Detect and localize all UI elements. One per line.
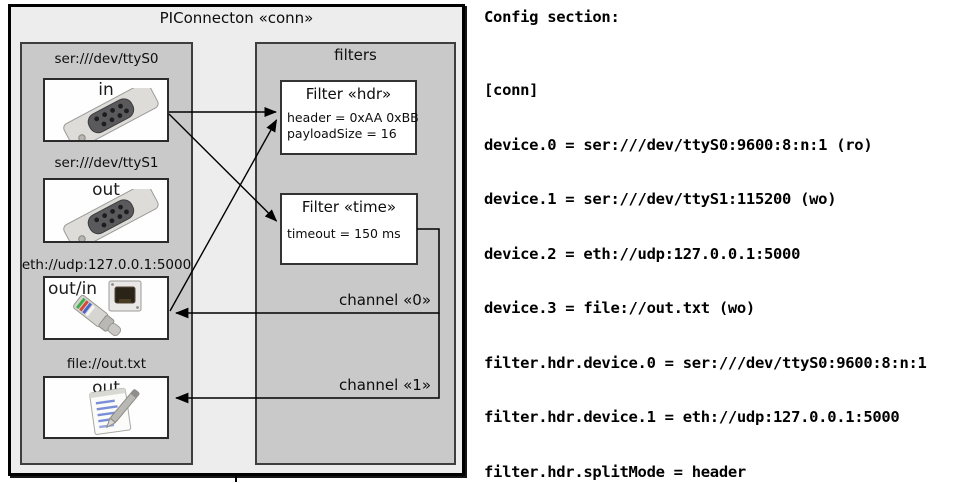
config-line: filter.hdr.device.1 = eth://udp:127.0.0.… <box>484 408 900 426</box>
device-label-eth: eth://udp:127.0.0.1:5000 <box>21 257 192 273</box>
filter-hdr-title: Filter «hdr» <box>305 85 392 103</box>
device-direction-eth: out/in <box>48 279 98 299</box>
device-label-file: file://out.txt <box>66 356 147 372</box>
ethernet-plug-icon <box>73 295 122 337</box>
filter-hdr-attr-header: header = 0xAA 0xBB <box>287 110 419 125</box>
config-section: [conn] device.0 = ser:///dev/ttyS0:9600:… <box>484 45 936 484</box>
serial-connector-icon <box>63 189 159 241</box>
device-label-ttys0: ser:///dev/ttyS0 <box>54 51 159 67</box>
notepad-icon <box>89 387 140 435</box>
diagram-title: PIConnecton «conn» <box>159 9 314 27</box>
device-direction-ttys1: out <box>92 180 120 200</box>
config-line: device.0 = ser:///dev/ttyS0:9600:8:n:1 (… <box>484 135 873 154</box>
device-direction-ttys0: in <box>98 80 114 100</box>
ethernet-jack-icon <box>108 280 142 312</box>
channel-1-label: channel «1» <box>338 376 431 394</box>
config-line: device.3 = file://out.txt (wo) <box>484 299 755 317</box>
filters-panel-title: filters <box>334 46 377 64</box>
config-line: device.1 = ser:///dev/ttyS1:115200 (wo) <box>484 190 837 208</box>
channel-0-label: channel «0» <box>338 291 431 309</box>
filter-hdr-attr-payloadsize: payloadSize = 16 <box>287 126 397 141</box>
filter-hdr-box <box>280 80 417 155</box>
config-line: device.2 = eth://udp:127.0.0.1:5000 <box>484 244 801 263</box>
config-line: filter.hdr.device.0 = ser:///dev/ttyS0:9… <box>484 353 927 372</box>
config-line: filter.hdr.splitMode = header <box>484 462 746 481</box>
filter-time-title: Filter «time» <box>301 198 397 216</box>
config-heading: Config section: <box>484 8 620 26</box>
config-line: [conn] <box>484 81 539 99</box>
filter-time-attr-timeout: timeout = 150 ms <box>287 226 401 241</box>
serial-connector-icon <box>63 88 159 140</box>
device-label-ttys1: ser:///dev/ttyS1 <box>54 155 159 171</box>
